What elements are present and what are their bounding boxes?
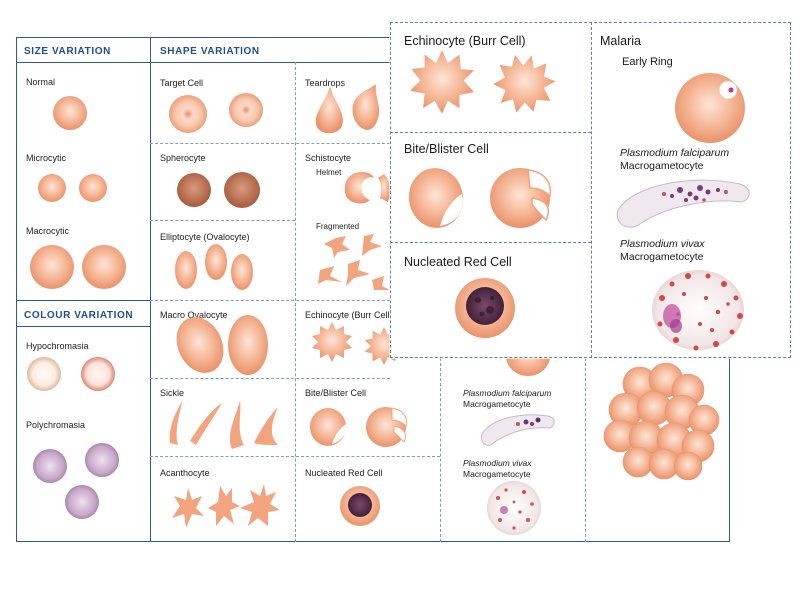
fragmented-cells <box>318 234 390 290</box>
elliptocyte-cells <box>175 244 253 290</box>
rouleaux-cluster <box>603 362 720 481</box>
divider <box>295 62 296 542</box>
divider <box>591 22 592 358</box>
divider <box>150 220 295 221</box>
falciparum-small-cell <box>481 414 555 446</box>
divider <box>150 300 390 301</box>
divider <box>150 378 390 379</box>
bite-blister-cells-small <box>310 407 407 447</box>
zoom-bite-blister-cells <box>408 168 552 228</box>
divider <box>150 37 151 542</box>
nucleated-cell-small <box>340 486 380 526</box>
macro-ovalocyte-cells <box>176 315 268 375</box>
zoom-echinocyte-label: Echinocyte (Burr Cell) <box>404 34 526 48</box>
zoom-bite-blister-label: Bite/Blister Cell <box>404 142 489 156</box>
divider <box>150 456 440 457</box>
teardrops-label: Teardrops <box>305 78 346 88</box>
schistocyte-label: Schistocyte <box>305 153 352 163</box>
sickle-cells <box>169 401 278 449</box>
bite-blister-label: Bite/Blister Cell <box>305 388 367 398</box>
nucleated-label: Nucleated Red Cell <box>305 468 383 478</box>
helmet-label: Helmet <box>316 168 342 177</box>
microcytic-label: Microcytic <box>26 153 66 163</box>
zoom-early-ring-cell <box>675 73 745 143</box>
normal-label: Normal <box>26 77 56 87</box>
divider <box>16 300 150 301</box>
macro-ovalocyte-label: Macro Ovalocyte <box>160 310 228 320</box>
zoom-echinocyte-cells <box>410 50 556 114</box>
sickle-label: Sickle <box>160 388 185 398</box>
echinocyte-label: Echinocyte (Burr Cell) <box>305 310 393 320</box>
vivax-small-cell <box>487 481 541 535</box>
zoom-nucleated-label: Nucleated Red Cell <box>404 255 512 269</box>
colour-variation-header: COLOUR VARIATION <box>24 310 134 321</box>
helmet-cells <box>344 172 391 204</box>
elliptocyte-label: Elliptocyte (Ovalocyte) <box>160 232 250 242</box>
divider <box>16 62 390 63</box>
echinocyte-cells-small <box>312 322 403 365</box>
divider <box>390 132 591 133</box>
target-cells <box>169 93 263 133</box>
acanthocyte-cells <box>172 484 280 528</box>
spherocyte-label: Spherocyte <box>160 153 206 163</box>
shape-variation-header: SHAPE VARIATION <box>160 46 260 57</box>
microcytic-cells <box>38 174 107 202</box>
hypochromasia-label: Hypochromasia <box>26 341 89 351</box>
divider <box>440 358 441 542</box>
target-cell-label: Target Cell <box>160 78 204 88</box>
zoom-malaria-label: Malaria <box>600 34 641 48</box>
divider <box>390 242 591 243</box>
divider <box>150 143 390 144</box>
spherocyte-cells <box>177 172 260 208</box>
macrocytic-cells <box>30 245 126 289</box>
divider <box>585 358 586 542</box>
size-variation-header: SIZE VARIATION <box>24 46 111 57</box>
polychromasia-label: Polychromasia <box>26 420 86 430</box>
teardrop-cells <box>315 84 380 134</box>
normal-cell <box>53 96 87 130</box>
zoom-vivax-cell <box>652 270 744 351</box>
fragmented-label: Fragmented <box>316 222 360 231</box>
hypochromasia-cells <box>27 357 115 391</box>
zoom-falciparum-cell <box>616 179 750 228</box>
acanthocyte-label: Acanthocyte <box>160 468 210 478</box>
divider <box>16 326 150 327</box>
macrocytic-label: Macrocytic <box>26 226 70 236</box>
zoom-nucleated-cell <box>455 278 515 338</box>
polychromasia-cells <box>33 443 119 519</box>
zoom-early-ring-label: Early Ring <box>622 56 673 68</box>
